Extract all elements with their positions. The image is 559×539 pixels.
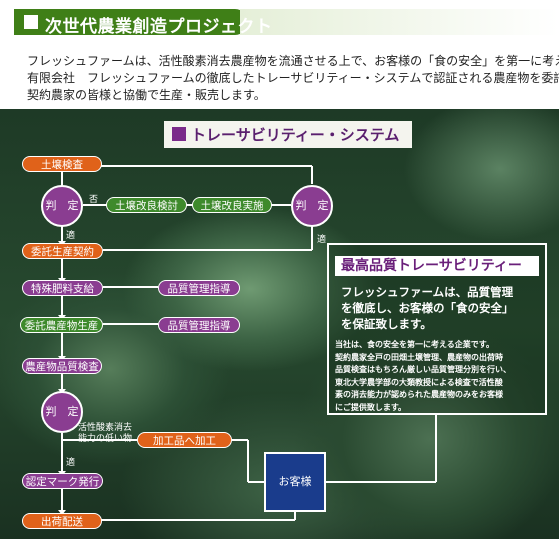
header-fade bbox=[240, 9, 559, 35]
panel-body-line: 東北大学農学部の大類教授による検査で活性酸 bbox=[335, 377, 503, 387]
square-bullet-icon bbox=[24, 15, 38, 29]
intro-line: フレッシュファームは、活性酸素消去農産物を流通させる上で、お客様の「食の安全」を… bbox=[27, 54, 559, 68]
panel-lead: フレッシュファームは、品質管理 を徹底し、お客様の「食の安全」 を保証致します。 bbox=[341, 284, 541, 332]
page-title: 次世代農業創造プロジェクト bbox=[45, 17, 273, 37]
certification-box: 認定マーク発行 bbox=[22, 473, 103, 489]
go-label-2: 適 bbox=[317, 235, 327, 245]
panel-body-line: 契約農家全戸の田畑土壌管理、農産物の出荷時 bbox=[335, 352, 503, 362]
quality-guidance-box-2: 品質管理指導 bbox=[158, 317, 240, 333]
panel-body-line: にご提供致します。 bbox=[335, 402, 407, 412]
panel-lead-line: を徹底し、お客様の「食の安全」 bbox=[341, 301, 514, 315]
contract-box: 委託生産契約 bbox=[22, 243, 103, 259]
panel-body-line: 品質検査はもちろん厳しい品質管理分別を行い、 bbox=[335, 365, 511, 374]
square-bullet-icon bbox=[172, 127, 186, 141]
soil-review-box: 土壌改良検討 bbox=[106, 197, 187, 213]
shipping-box: 出荷配送 bbox=[22, 513, 102, 529]
intro-line: 契約農家の皆様と協働で生産・販売します。 bbox=[27, 88, 266, 102]
processed-goods-box: 加工品へ加工 bbox=[137, 432, 232, 448]
fertilizer-box: 特殊肥料支給 bbox=[22, 280, 103, 296]
quality-guidance-box-1: 品質管理指導 bbox=[158, 280, 240, 296]
go-label-1: 適 bbox=[66, 231, 76, 241]
nogo-label: 否 bbox=[89, 195, 99, 205]
panel-lead-line: フレッシュファームは、品質管理 bbox=[341, 285, 514, 299]
go-label-3: 適 bbox=[66, 458, 76, 468]
panel-body-line: 素の消去能力が認められた農産物のみをお客様 bbox=[335, 390, 503, 399]
soil-implement-box: 土壌改良実施 bbox=[192, 197, 272, 213]
panel-body-line: 当社は、食の安全を第一に考える企業です。 bbox=[335, 340, 494, 349]
judge-circle-3: 判 定 bbox=[41, 391, 83, 433]
section-title-bar bbox=[164, 121, 412, 148]
panel-lead-line: を保証致します。 bbox=[341, 317, 432, 331]
header-bar bbox=[14, 9, 248, 35]
section-title: トレーサビリティー・システム bbox=[191, 126, 400, 144]
panel-title: 最高品質トレーサビリティー bbox=[335, 256, 539, 276]
judge-circle-1: 判 定 bbox=[41, 185, 83, 227]
panel-body: 当社は、食の安全を第一に考える企業です。 契約農家全戸の田畑土壌管理、農産物の出… bbox=[335, 339, 545, 414]
intro-line: 有限会社 フレッシュファームの徹底したトレーサビリティー・システムで認証される農… bbox=[27, 71, 559, 85]
production-box: 委託農産物生産 bbox=[20, 317, 103, 333]
low-activity-label-1: 活性酸素消去 bbox=[78, 423, 133, 433]
low-activity-label-2: 能力の低い物 bbox=[78, 434, 133, 444]
quality-info-panel: 最高品質トレーサビリティー フレッシュファームは、品質管理 を徹底し、お客様の「… bbox=[327, 243, 547, 415]
intro-text: フレッシュファームは、活性酸素消去農産物を流通させる上で、お客様の「食の安全」を… bbox=[27, 53, 559, 104]
soil-test-box: 土壌検査 bbox=[22, 156, 102, 172]
customer-box: お客様 bbox=[264, 452, 326, 512]
judge-circle-2: 判 定 bbox=[291, 185, 333, 227]
inspection-box: 農産物品質検査 bbox=[22, 358, 102, 374]
